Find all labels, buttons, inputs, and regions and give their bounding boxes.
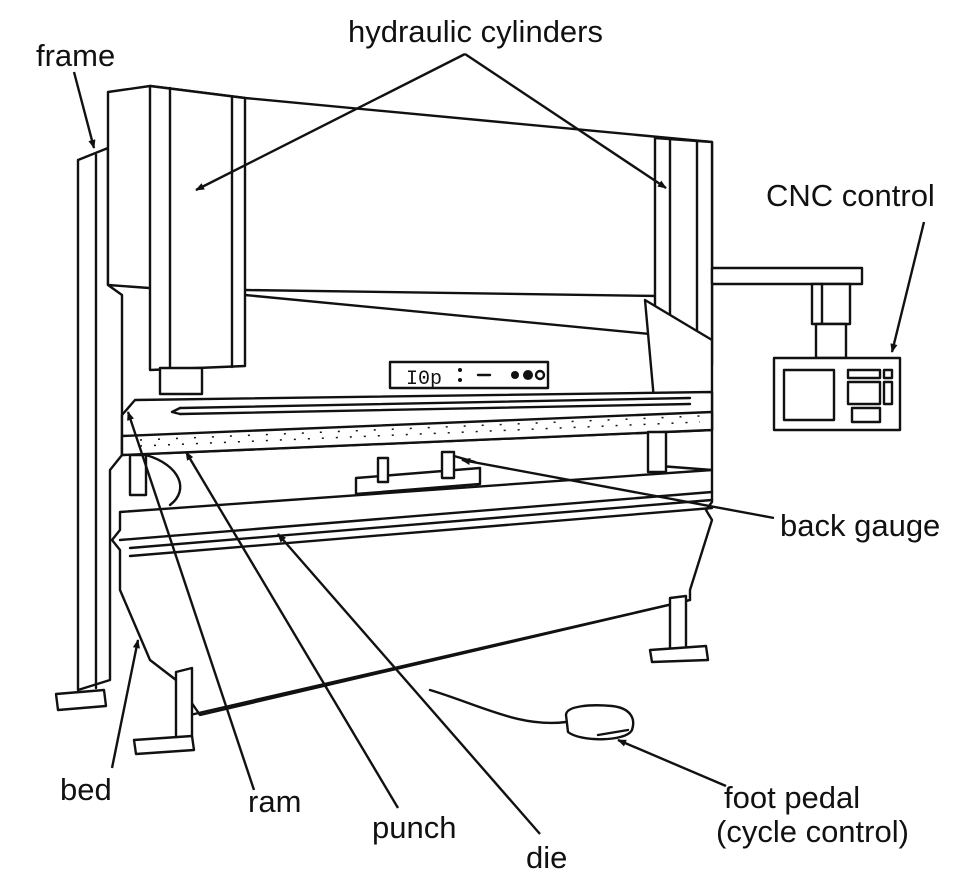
svg-text:I0p: I0p <box>406 368 442 391</box>
label-cnc-control: CNC control <box>766 178 935 213</box>
arrow-die <box>277 533 541 835</box>
arrow-hydraulic-left <box>195 52 466 192</box>
label-hydraulic-cylinders: hydraulic cylinders <box>348 14 603 49</box>
arrow-cnc <box>890 221 926 353</box>
bed-body <box>110 468 714 717</box>
press-brake-machine: I0p <box>54 84 902 756</box>
bed-feet <box>54 594 710 756</box>
label-frame: frame <box>36 38 115 73</box>
label-foot-pedal: foot pedal <box>724 780 860 815</box>
arrow-back-gauge <box>461 457 775 520</box>
label-punch: punch <box>372 810 456 845</box>
arrow-bed <box>110 639 140 769</box>
arrow-hydraulic-right <box>464 53 667 189</box>
leader-lines <box>72 52 926 835</box>
label-bed: bed <box>60 772 112 807</box>
foot-pedal-device <box>428 688 635 741</box>
left-hydraulic-cylinder <box>148 84 247 396</box>
label-back-gauge: back gauge <box>780 508 940 543</box>
back-gauge-device <box>354 450 482 496</box>
labels: frame hydraulic cylinders CNC control ba… <box>36 14 940 875</box>
cnc-control-unit <box>710 266 902 432</box>
arrow-punch <box>184 451 400 809</box>
label-die: die <box>526 840 567 875</box>
label-cycle-control: (cycle control) <box>716 814 909 849</box>
punch-holder <box>120 410 714 457</box>
arrow-frame <box>72 71 96 149</box>
arrow-ram <box>126 411 256 791</box>
label-ram: ram <box>248 784 301 819</box>
control-strip: I0p <box>388 360 550 391</box>
arrow-foot-pedal <box>617 738 727 788</box>
ram-supports <box>128 430 668 507</box>
